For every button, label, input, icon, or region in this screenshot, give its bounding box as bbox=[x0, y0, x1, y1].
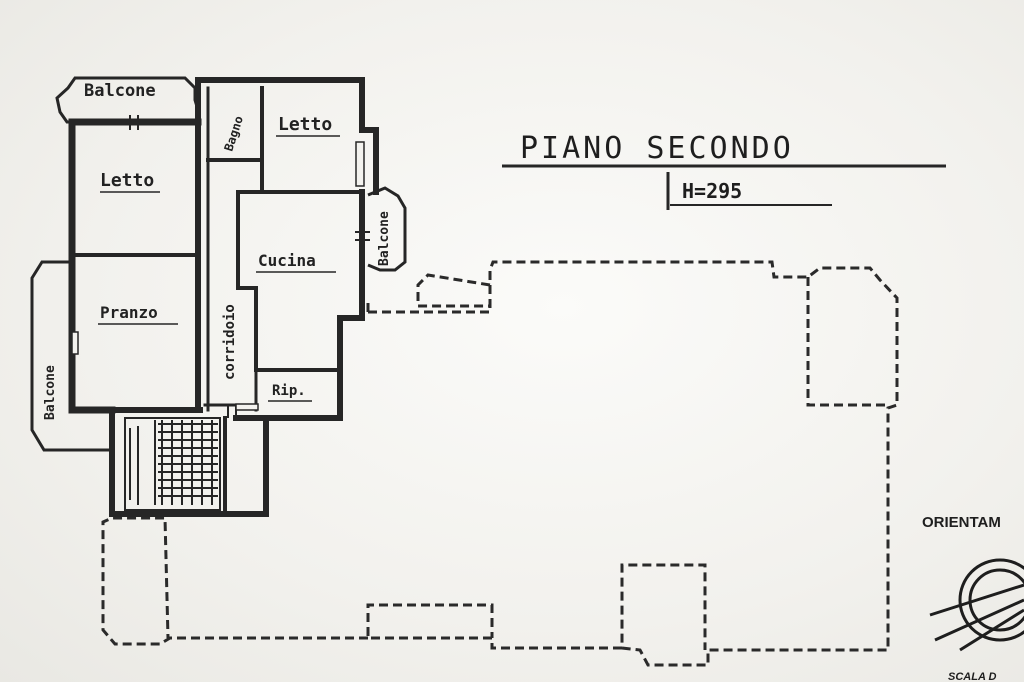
balcone-left bbox=[30, 260, 112, 452]
room-label-cucina: Cucina bbox=[258, 251, 316, 270]
room-label-rip: Rip. bbox=[272, 383, 306, 399]
height-label: H=295 bbox=[682, 179, 742, 203]
staircase bbox=[124, 417, 221, 511]
apartment-walls bbox=[55, 76, 379, 517]
building-outline-dashed bbox=[101, 260, 899, 667]
orientation-label: ORIENTAM bbox=[922, 514, 1001, 531]
room-label-letto-right: Letto bbox=[278, 114, 332, 135]
scale-label: SCALA D bbox=[948, 671, 997, 682]
room-label-pranzo: Pranzo bbox=[100, 303, 158, 322]
room-label-balcone-top: Balcone bbox=[84, 81, 156, 101]
room-label-corridoio: corridoio bbox=[222, 304, 238, 380]
compass-icon bbox=[929, 558, 1024, 652]
room-label-balcone-left: Balcone bbox=[43, 365, 58, 420]
window-marks bbox=[71, 115, 370, 418]
room-label-letto-left: Letto bbox=[100, 170, 154, 191]
room-label-balcone-right: Balcone bbox=[377, 211, 392, 266]
floor-title: PIANO SECONDO bbox=[520, 131, 794, 166]
balcone-right bbox=[367, 186, 407, 272]
room-label-bagno: Bagno bbox=[222, 114, 246, 153]
